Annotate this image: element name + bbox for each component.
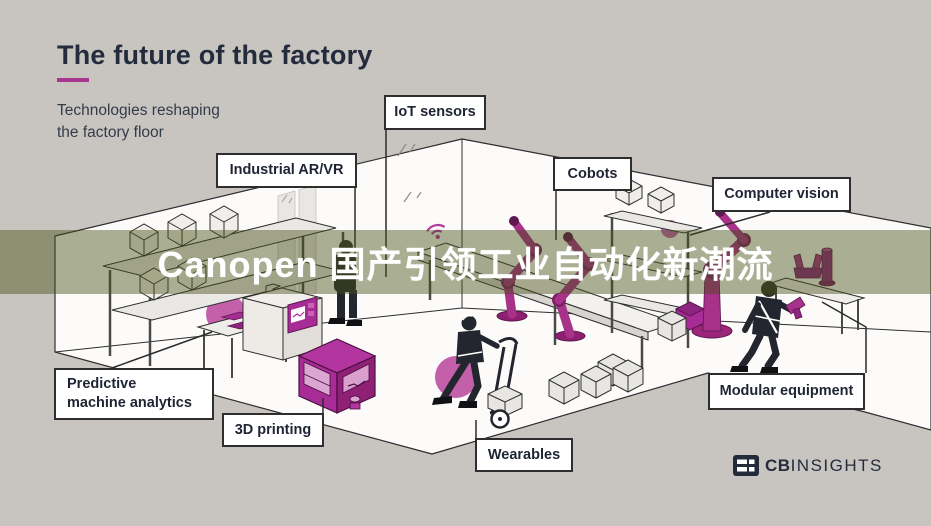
page-title: The future of the factory bbox=[57, 40, 373, 70]
label-cobots: Cobots bbox=[553, 157, 632, 191]
label-wearables: Wearables bbox=[475, 438, 573, 472]
label-computer-vision: Computer vision bbox=[712, 177, 851, 212]
tool-worker bbox=[730, 281, 806, 373]
cbinsights-logo: CBINSIGHTS bbox=[733, 455, 883, 476]
leader-lines bbox=[111, 130, 867, 438]
parts-boxes bbox=[657, 301, 706, 342]
overlay-banner: Canopen 国产引领工业自动化新潮流 bbox=[0, 230, 931, 294]
page-subtitle: Technologies reshaping the factory floor bbox=[57, 102, 220, 142]
label-industrial-arvr: Industrial AR/VR bbox=[216, 153, 357, 188]
cart-worker bbox=[432, 314, 500, 408]
logo-suffix: INSIGHTS bbox=[790, 455, 883, 475]
header: The future of the factory Technologies r… bbox=[57, 40, 373, 145]
equipment-table bbox=[766, 247, 866, 334]
wall-shine-marks bbox=[397, 143, 422, 203]
title-underline bbox=[57, 78, 89, 82]
cbinsights-logo-text: CBINSIGHTS bbox=[765, 456, 883, 476]
cobot-arm-1 bbox=[496, 216, 542, 322]
cobot-arm-2 bbox=[552, 232, 596, 342]
hand-truck bbox=[487, 337, 523, 429]
label-iot-sensors: IoT sensors bbox=[384, 95, 486, 130]
logo-prefix: CB bbox=[765, 455, 791, 475]
pedestal-robot-arm bbox=[691, 207, 751, 339]
analytics-machine bbox=[196, 283, 323, 378]
cbinsights-logo-icon bbox=[733, 455, 759, 476]
printer-3d bbox=[297, 338, 377, 414]
label-modular-equipment: Modular equipment bbox=[708, 373, 865, 410]
wifi-icon bbox=[426, 224, 446, 240]
label-predictive-machine-analytics: Predictive machine analytics bbox=[54, 368, 214, 420]
overlay-banner-text: Canopen 国产引领工业自动化新潮流 bbox=[157, 244, 774, 285]
floor-boxes bbox=[548, 353, 644, 405]
label-3d-printing: 3D printing bbox=[222, 413, 324, 447]
machine-worker bbox=[328, 240, 362, 326]
